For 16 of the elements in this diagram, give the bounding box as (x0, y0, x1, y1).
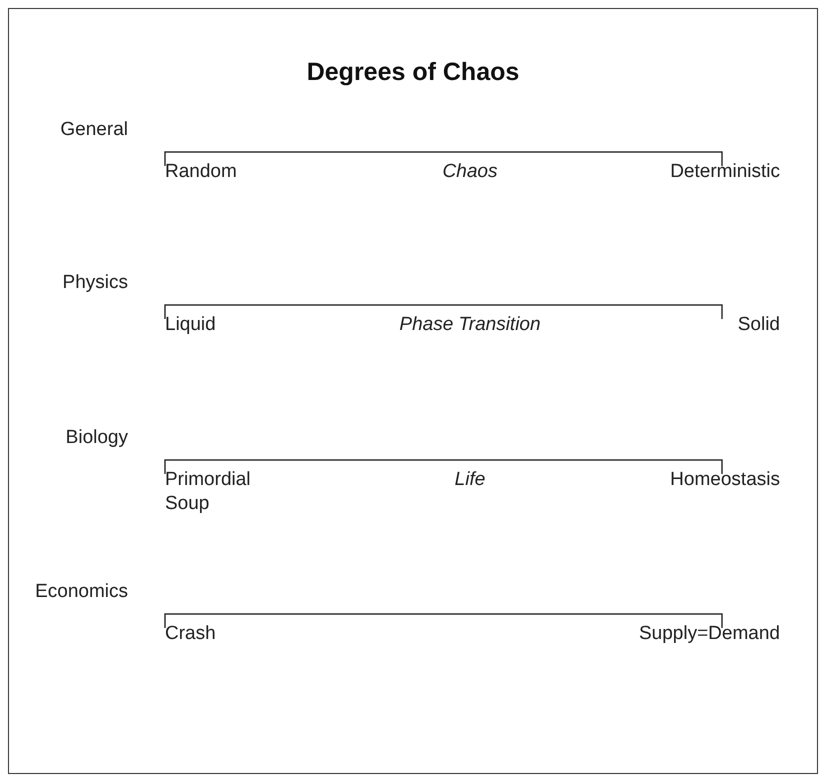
scale-end-label: Deterministic (670, 160, 780, 184)
row-heading: Economics (35, 580, 128, 604)
scale-end-label: Supply=Demand (638, 622, 780, 646)
scale-end-label: Solid (738, 313, 780, 337)
scale-end-label: Homeostasis (670, 468, 780, 492)
scale-middle-label: Phase Transition (398, 313, 542, 337)
title: Degrees of Chaos (306, 58, 520, 87)
row-heading: Physics (62, 271, 128, 295)
scale-end-label: Crash (165, 622, 216, 646)
scale-end-label: Primordial Soup (165, 468, 252, 516)
row-heading: Biology (66, 426, 128, 450)
scale-end-label: Liquid (165, 313, 216, 337)
row-heading: General (60, 118, 128, 142)
scale-middle-label: Life (454, 468, 486, 492)
scale-end-label: Random (165, 160, 237, 184)
scale-middle-label: Chaos (442, 160, 498, 184)
